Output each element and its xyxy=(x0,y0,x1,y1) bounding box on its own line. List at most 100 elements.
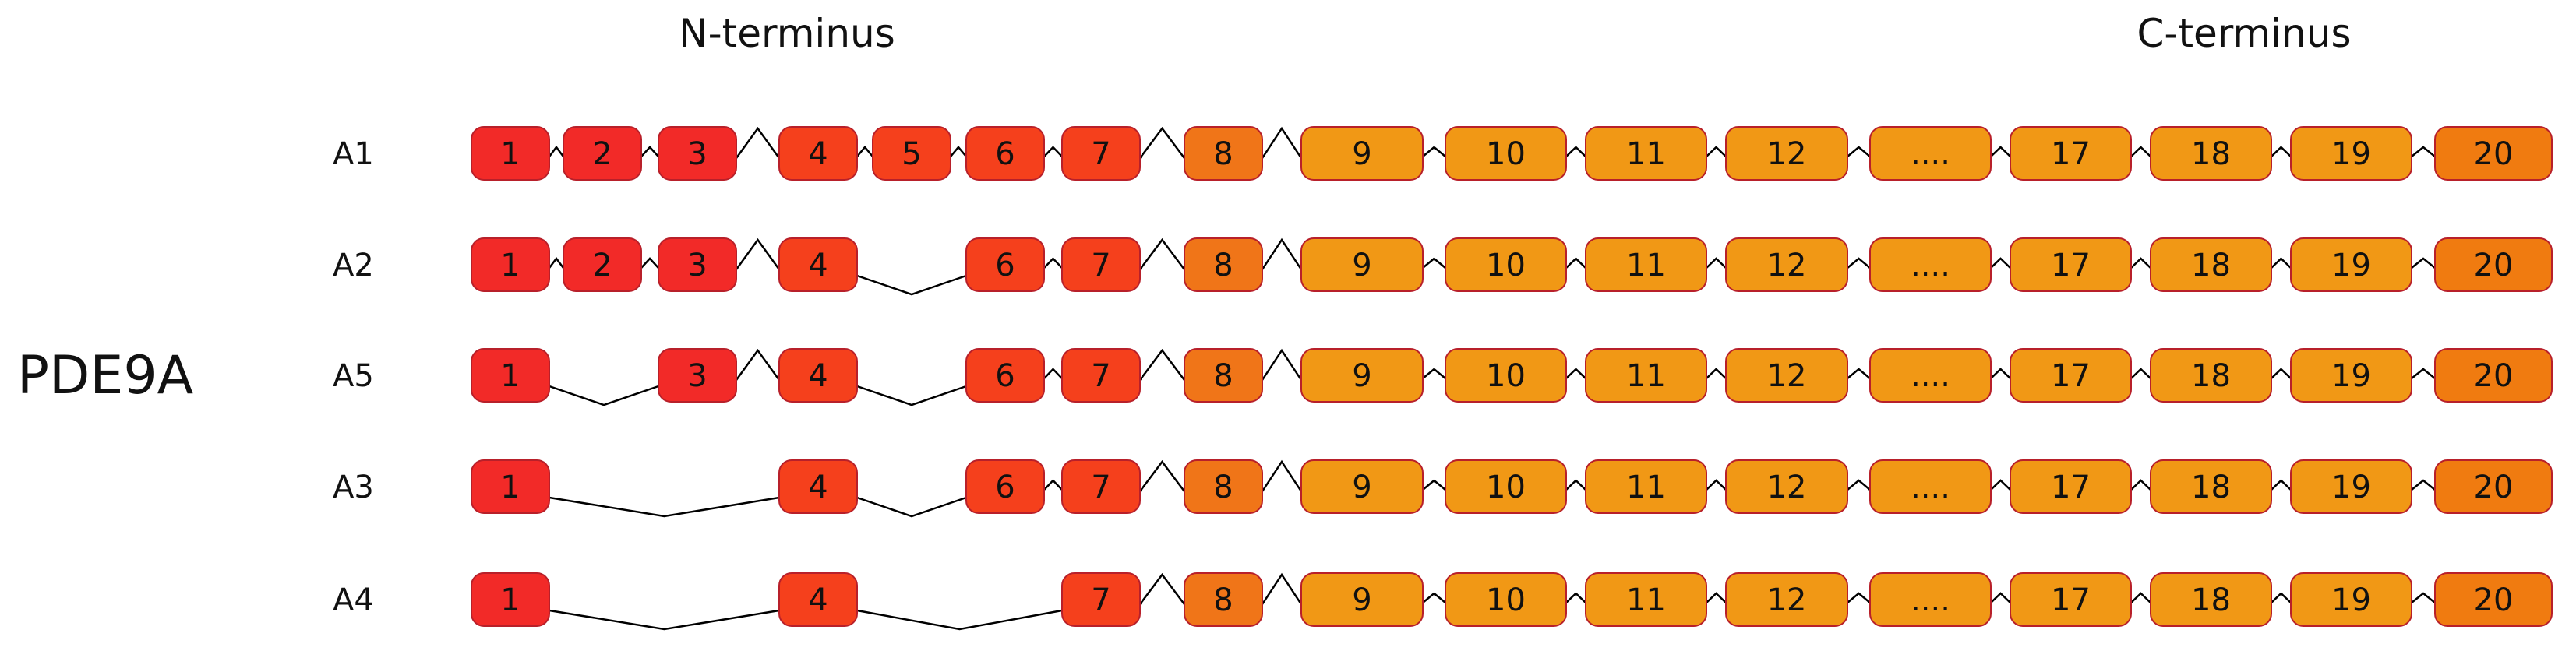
isoform-label: A4 xyxy=(333,582,374,618)
exon-label: 10 xyxy=(1486,248,1526,283)
exon-4: 4 xyxy=(778,572,858,627)
intron-connector xyxy=(1422,592,1446,603)
exon-label: 2 xyxy=(592,136,612,172)
exon-8: 8 xyxy=(1184,348,1263,403)
intron-connector xyxy=(1990,368,2011,379)
exon-label: 10 xyxy=(1486,136,1526,172)
exon-label: 4 xyxy=(808,136,827,172)
exon-label: 11 xyxy=(1626,358,1666,394)
exon-label: 9 xyxy=(1352,136,1371,172)
exon-19: 19 xyxy=(2290,459,2412,514)
exon-17: 17 xyxy=(2010,459,2132,514)
exon-label: 8 xyxy=(1213,470,1233,505)
exon-label: 6 xyxy=(995,470,1015,505)
exon-7: 7 xyxy=(1061,459,1141,514)
exon-label: 9 xyxy=(1352,358,1371,394)
exon-2: 2 xyxy=(563,238,642,292)
intron-connector xyxy=(1261,126,1303,159)
isoform-label: A1 xyxy=(333,136,374,172)
isoform-label: A2 xyxy=(333,248,374,283)
exon-label: 12 xyxy=(1767,248,1807,283)
exon-label: 3 xyxy=(687,358,707,394)
exon-label: 10 xyxy=(1486,582,1526,618)
intron-connector xyxy=(856,496,967,518)
exon-3: 3 xyxy=(658,348,737,403)
exon-label: 4 xyxy=(808,582,827,618)
exon-4: 4 xyxy=(778,238,858,292)
exon-label: 8 xyxy=(1213,358,1233,394)
intron-connector xyxy=(2271,146,2292,157)
exon-10: 10 xyxy=(1445,348,1567,403)
intron-connector xyxy=(2411,257,2436,269)
exon-label: .... xyxy=(1911,470,1950,505)
intron-connector xyxy=(1565,368,1586,379)
intron-connector xyxy=(1847,479,1871,491)
intron-connector xyxy=(1565,479,1586,491)
exon-9: 9 xyxy=(1300,126,1424,181)
exon-8: 8 xyxy=(1184,238,1263,292)
exon-1: 1 xyxy=(471,459,550,514)
exon-label: 19 xyxy=(2331,136,2371,172)
exon-label: 6 xyxy=(995,136,1015,172)
exon-11: 11 xyxy=(1585,572,1707,627)
exon-dots: .... xyxy=(1869,572,1992,627)
intron-connector xyxy=(2271,257,2292,269)
exon-10: 10 xyxy=(1445,238,1567,292)
exon-label: 17 xyxy=(2051,582,2091,618)
exon-label: 19 xyxy=(2331,358,2371,394)
exon-5: 5 xyxy=(872,126,951,181)
intron-connector xyxy=(1043,479,1063,491)
exon-3: 3 xyxy=(658,126,737,181)
intron-connector xyxy=(1139,238,1185,270)
exon-4: 4 xyxy=(778,348,858,403)
exon-1: 1 xyxy=(471,238,550,292)
exon-label: 12 xyxy=(1767,582,1807,618)
exon-label: 6 xyxy=(995,358,1015,394)
exon-6: 6 xyxy=(965,348,1045,403)
exon-label: 9 xyxy=(1352,248,1371,283)
exon-label: 10 xyxy=(1486,358,1526,394)
intron-connector xyxy=(1565,592,1586,603)
intron-connector xyxy=(640,257,659,269)
intron-connector xyxy=(856,609,1063,631)
exon-label: 20 xyxy=(2474,470,2514,505)
intron-connector xyxy=(549,609,780,631)
exon-label: 7 xyxy=(1091,470,1110,505)
exon-10: 10 xyxy=(1445,126,1567,181)
exon-4: 4 xyxy=(778,126,858,181)
intron-connector xyxy=(2130,257,2151,269)
exon-label: 3 xyxy=(687,248,707,283)
exon-label: 8 xyxy=(1213,136,1233,172)
exon-12: 12 xyxy=(1725,572,1848,627)
exon-label: 1 xyxy=(500,248,520,283)
exon-label: 8 xyxy=(1213,248,1233,283)
exon-label: 17 xyxy=(2051,136,2091,172)
exon-2: 2 xyxy=(563,126,642,181)
exon-label: 20 xyxy=(2474,136,2514,172)
exon-label: 1 xyxy=(500,358,520,394)
intron-connector xyxy=(2271,368,2292,379)
exon-label: 1 xyxy=(500,136,520,172)
gene-label: PDE9A xyxy=(17,345,193,406)
exon-label: 19 xyxy=(2331,582,2371,618)
exon-18: 18 xyxy=(2150,459,2272,514)
exon-label: .... xyxy=(1911,248,1950,283)
exon-9: 9 xyxy=(1300,348,1424,403)
exon-label: 18 xyxy=(2191,358,2231,394)
exon-label: 7 xyxy=(1091,136,1110,172)
intron-connector xyxy=(735,238,781,270)
exon-10: 10 xyxy=(1445,572,1567,627)
exon-label: 17 xyxy=(2051,470,2091,505)
exon-12: 12 xyxy=(1725,238,1848,292)
exon-label: 8 xyxy=(1213,582,1233,618)
intron-connector xyxy=(2411,592,2436,603)
intron-connector xyxy=(2411,146,2436,157)
exon-9: 9 xyxy=(1300,459,1424,514)
exon-label: 6 xyxy=(995,248,1015,283)
exon-1: 1 xyxy=(471,126,550,181)
exon-label: 11 xyxy=(1626,582,1666,618)
intron-connector xyxy=(856,385,967,406)
